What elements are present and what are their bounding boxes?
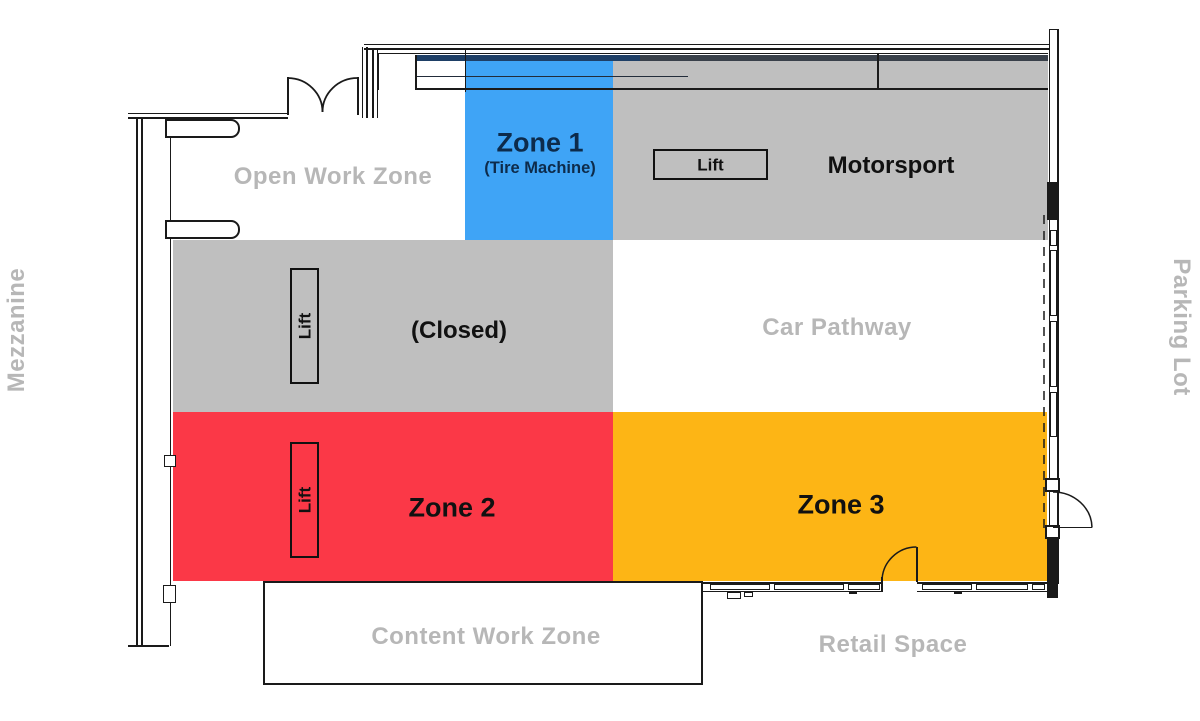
storefront-window [710,583,770,590]
sliding-door-panel [1050,392,1057,437]
retail-space-label: Retail Space [818,631,968,658]
door-hardware [727,592,741,599]
window-band-bar [640,55,1048,61]
content-work-zone-label: Content Work Zone [371,623,601,650]
car-pathway-label: Car Pathway [762,314,912,341]
wall-tick [849,592,857,594]
wall-line [128,645,169,647]
door-jamb-solid [1047,182,1058,220]
wall-line [169,138,171,646]
storefront-window [922,583,972,590]
lift-box-motorsport: Lift [653,149,768,180]
lift-label: Lift [295,312,314,340]
sliding-door-panel [1050,230,1057,246]
wall-line [361,47,363,118]
open-work-zone-label: Open Work Zone [233,163,433,190]
wall-line [128,117,288,119]
wall-line [136,117,138,647]
door-frame [1044,478,1060,492]
storefront-window [976,583,1028,590]
window-band-tick [464,50,466,92]
parking-lot-label: Parking Lot [1168,258,1195,396]
wall-tick [954,592,962,594]
wall-pier [165,220,240,239]
exit-door-arc [1052,491,1093,528]
lift-box-zone2: Lift [290,442,319,558]
storefront-wall [703,581,882,584]
window-band-line [378,53,379,90]
wall-line [376,48,378,118]
door-leaf [1053,526,1092,528]
window-band-line [378,53,1048,54]
door-hardware [744,592,753,597]
wall-line [1049,28,1059,30]
zone-1-label: Zone 1 [496,127,584,158]
wall-clip [164,455,176,467]
motorsport-label: Motorsport [827,152,955,179]
wall-line [1048,28,1050,584]
door-jamb [287,77,289,115]
window-band-line [415,55,417,88]
content-work-zone-box [263,581,703,685]
lift-label: Lift [697,155,724,174]
storefront-wall [917,581,1047,584]
wall-line [364,43,1049,45]
double-door-arc-right [321,77,358,113]
sliding-door-panel [1050,321,1057,387]
closed-label: (Closed) [411,317,507,344]
sliding-door-panel [1050,250,1057,316]
storefront-window [1032,583,1045,590]
window-band-line [415,87,1048,90]
window-band-tick [877,53,879,88]
car-pathway-area [613,240,1048,412]
motorsport-area [613,55,1048,240]
zone-1-area [465,55,613,240]
wall-line [372,48,374,118]
zone-3-label: Zone 3 [797,489,885,520]
wall-line [128,112,288,114]
closed-area [173,240,613,412]
door-leaf [916,547,918,582]
door-frame [1044,525,1060,539]
wall-solid [1046,539,1058,598]
storefront-window [774,583,844,590]
door-jamb [881,577,883,592]
zone-3-area [613,412,1047,581]
storefront-wall [703,590,882,592]
zone-1-sublabel: (Tire Machine) [484,158,596,177]
storefront-wall [917,590,1047,592]
lift-box-closed: Lift [290,268,319,384]
wall-line [366,47,368,118]
wall-clip [163,585,176,603]
window-band-bar [417,55,640,61]
wall-line [364,48,1049,50]
door-jamb [357,77,359,115]
window-band-line [417,75,688,77]
mezzanine-label: Mezzanine [3,267,30,393]
wall-line [141,117,143,647]
storefront-window [848,583,880,590]
zone-2-area [173,412,613,581]
double-door-arc-left [287,77,324,113]
zone-2-label: Zone 2 [408,492,496,523]
lift-label: Lift [295,486,314,514]
wall-line [1057,28,1059,584]
wall-pier [165,119,240,138]
